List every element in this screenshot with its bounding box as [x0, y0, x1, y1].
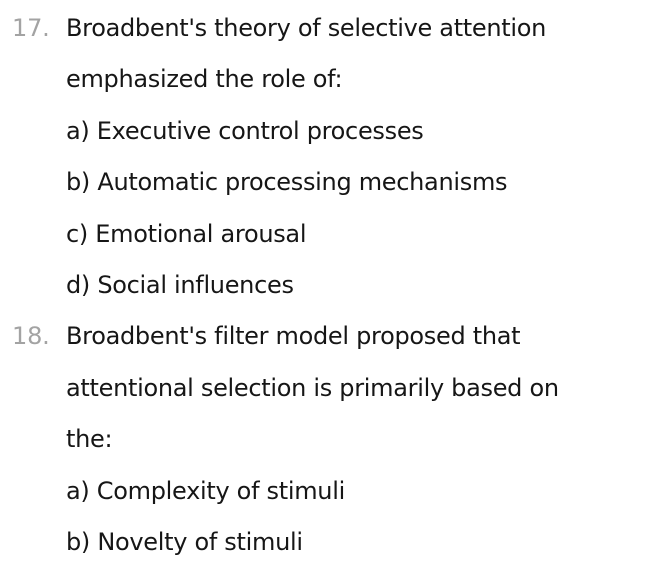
question-text-line: Broadbent's filter model proposed that	[66, 322, 521, 351]
answer-option: a) Executive control processes	[66, 116, 424, 145]
question-content: Broadbent's filter model proposed that at…	[66, 311, 660, 565]
question-text-line: attentional selection is primarily based…	[66, 373, 559, 402]
answer-option: b) Automatic processing mechanisms	[66, 168, 508, 197]
question-text-line: emphasized the role of:	[66, 65, 343, 94]
question-list: 17. Broadbent's theory of selective atte…	[0, 3, 660, 565]
question-number: 18.	[12, 322, 50, 351]
question-number: 17.	[12, 14, 50, 42]
answer-option: a) Complexity of stimuli	[66, 476, 345, 505]
question-content: Broadbent's theory of selective attentio…	[66, 3, 660, 311]
question-item: 18. Broadbent's filter model proposed th…	[0, 311, 660, 565]
answer-option: c) Emotional arousal	[66, 219, 307, 248]
question-item: 17. Broadbent's theory of selective atte…	[0, 3, 660, 311]
question-text-line: Broadbent's theory of selective attentio…	[66, 14, 547, 42]
answer-option: d) Social influences	[66, 271, 294, 300]
question-text-line: the:	[66, 425, 113, 454]
answer-option: b) Novelty of stimuli	[66, 528, 303, 557]
